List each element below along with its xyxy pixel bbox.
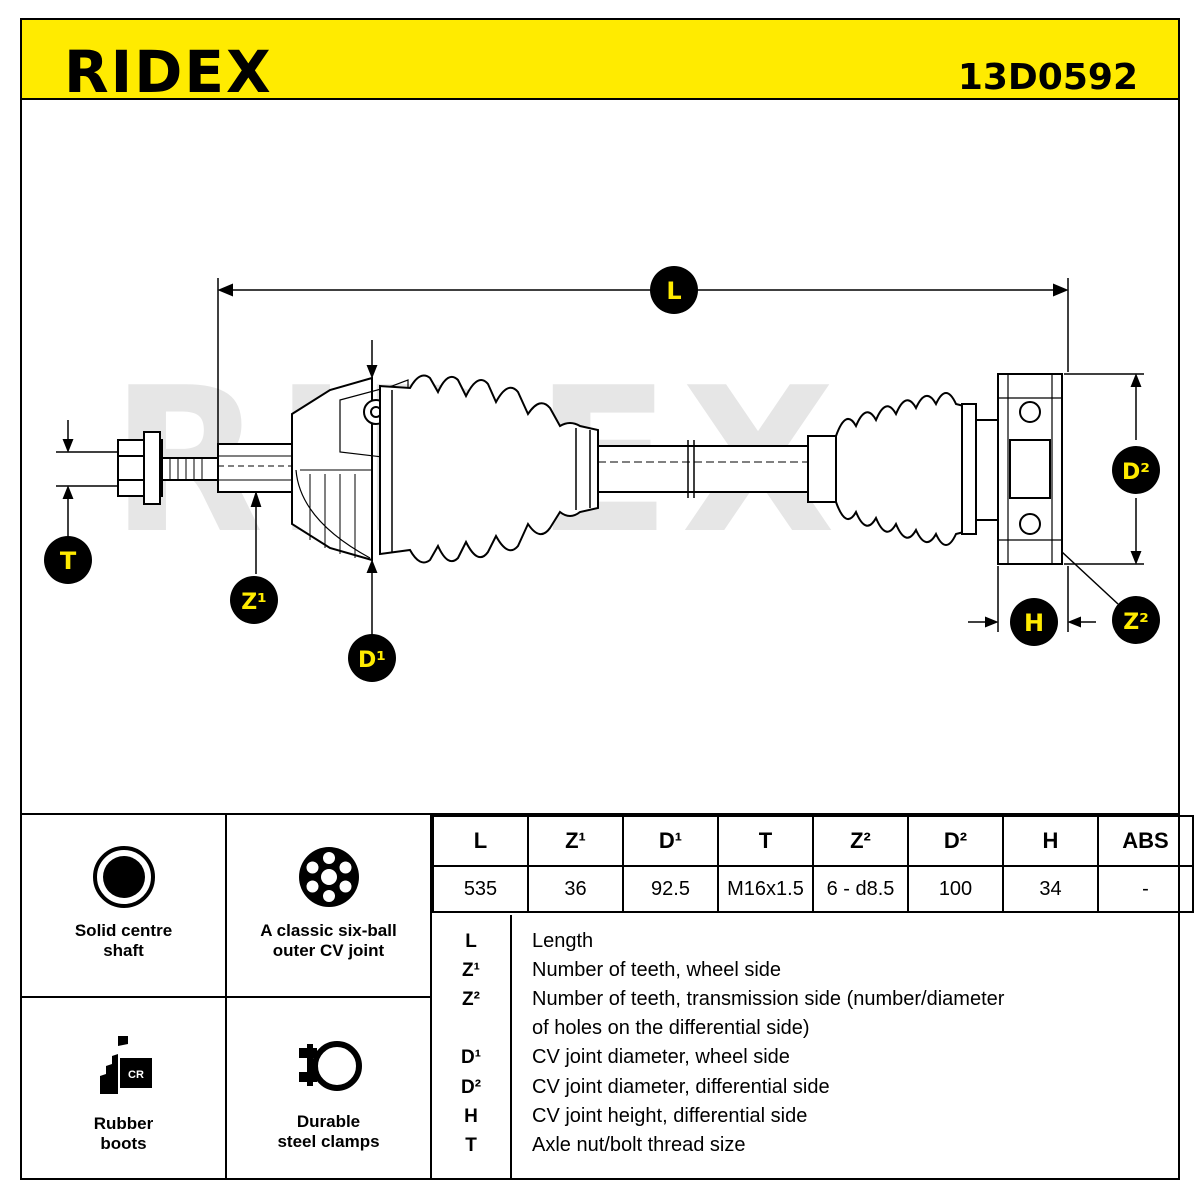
spec-header: ABS <box>1097 815 1194 867</box>
legend-key: D¹ <box>460 1047 482 1068</box>
feature-six-ball-joint: A classic six-ball outer CV joint <box>227 815 430 996</box>
part-number: 13D0592 <box>957 57 1138 98</box>
legend-key: D² <box>460 1077 482 1098</box>
brand-logo: RIDEX <box>64 38 273 106</box>
header-bar: RIDEX 13D0592 <box>20 18 1180 106</box>
spec-header: Z¹ <box>527 815 624 867</box>
svg-text:H: H <box>1024 609 1044 637</box>
six-ball-joint-icon <box>299 847 359 907</box>
legend-key: H <box>464 1106 478 1127</box>
spec-header: D² <box>907 815 1004 867</box>
spec-header: T <box>717 815 814 867</box>
legend-key: T <box>465 1135 477 1156</box>
callout-L: L <box>650 266 698 314</box>
feature-rubber-boots: CR Rubber boots <box>22 998 225 1180</box>
feature-label: A classic six-ball outer CV joint <box>260 921 397 960</box>
spec-header: Z² <box>812 815 909 867</box>
svg-text:Z¹: Z¹ <box>241 590 267 615</box>
svg-text:L: L <box>666 277 681 305</box>
divider <box>20 996 432 998</box>
callout-Z1: Z¹ <box>230 576 278 624</box>
feature-label: Solid centre shaft <box>74 921 173 960</box>
legend-row: H CV joint height, differential side <box>432 1102 1180 1131</box>
steel-clamp-icon <box>299 1041 362 1091</box>
callout-D1: D¹ <box>348 634 396 682</box>
legend-text: Length <box>532 930 594 952</box>
spec-header: L <box>432 815 529 867</box>
divider <box>20 813 1180 815</box>
spec-value: 36 <box>527 865 624 913</box>
svg-text:D²: D² <box>1122 460 1150 485</box>
legend-row: of holes on the differential side) <box>432 1014 1180 1043</box>
spec-header: D¹ <box>622 815 719 867</box>
driveshaft-drawing: RIDEX <box>44 266 1160 682</box>
legend-text: CV joint diameter, differential side <box>532 1076 830 1098</box>
legend-text: Number of teeth, transmission side (numb… <box>532 988 1005 1010</box>
feature-label: Durable steel clamps <box>277 1112 380 1151</box>
legend-text: Axle nut/bolt thread size <box>532 1134 746 1156</box>
legend-text: CV joint height, differential side <box>532 1105 808 1127</box>
feature-solid-shaft: Solid centre shaft <box>22 815 225 996</box>
legend-text: CV joint diameter, wheel side <box>532 1046 790 1068</box>
callout-D2: D² <box>1112 446 1160 494</box>
spec-value: 92.5 <box>622 865 719 913</box>
feature-steel-clamps: Durable steel clamps <box>227 998 430 1180</box>
spec-header: H <box>1002 815 1099 867</box>
legend-key: Z² <box>462 989 480 1010</box>
spec-value: 6 - d8.5 <box>812 865 909 913</box>
spec-value: M16x1.5 <box>717 865 814 913</box>
legend-row: D¹ CV joint diameter, wheel side <box>432 1043 1180 1072</box>
svg-text:CR: CR <box>128 1069 144 1081</box>
svg-text:D¹: D¹ <box>358 648 386 673</box>
legend-row: Z² Number of teeth, transmission side (n… <box>432 985 1180 1014</box>
rubber-boot-icon: CR <box>100 1036 152 1094</box>
legend-row: T Axle nut/bolt thread size <box>432 1131 1180 1160</box>
callout-T: T <box>44 536 92 584</box>
callout-H: H <box>1010 598 1058 646</box>
spec-value: 34 <box>1002 865 1099 913</box>
legend-text: Number of teeth, wheel side <box>532 959 782 981</box>
legend-row: L Length <box>432 927 1180 956</box>
legend-key: Z¹ <box>462 960 480 981</box>
legend-divider <box>510 915 512 1180</box>
spec-table: L Z¹ D¹ T Z² D² H ABS 535 36 92.5 M16x1.… <box>432 815 1194 913</box>
spec-value: 100 <box>907 865 1004 913</box>
svg-text:T: T <box>60 547 77 575</box>
legend-row: D² CV joint diameter, differential side <box>432 1073 1180 1102</box>
spec-header-row: L Z¹ D¹ T Z² D² H ABS <box>432 815 1194 867</box>
page-frame <box>20 18 1180 1180</box>
legend-row: Z¹ Number of teeth, wheel side <box>432 956 1180 985</box>
svg-text:Z²: Z² <box>1123 610 1149 635</box>
solid-shaft-icon <box>93 846 155 908</box>
legend-text: of holes on the differential side) <box>532 1017 810 1039</box>
legend-key: L <box>465 931 477 952</box>
spec-value: 535 <box>432 865 529 913</box>
feature-label: Rubber boots <box>93 1114 154 1153</box>
legend: L Length Z¹ Number of teeth, wheel side … <box>432 915 1180 1180</box>
callout-Z2: Z² <box>1112 596 1160 644</box>
spec-value-row: 535 36 92.5 M16x1.5 6 - d8.5 100 34 - <box>432 865 1194 913</box>
spec-value: - <box>1097 865 1194 913</box>
